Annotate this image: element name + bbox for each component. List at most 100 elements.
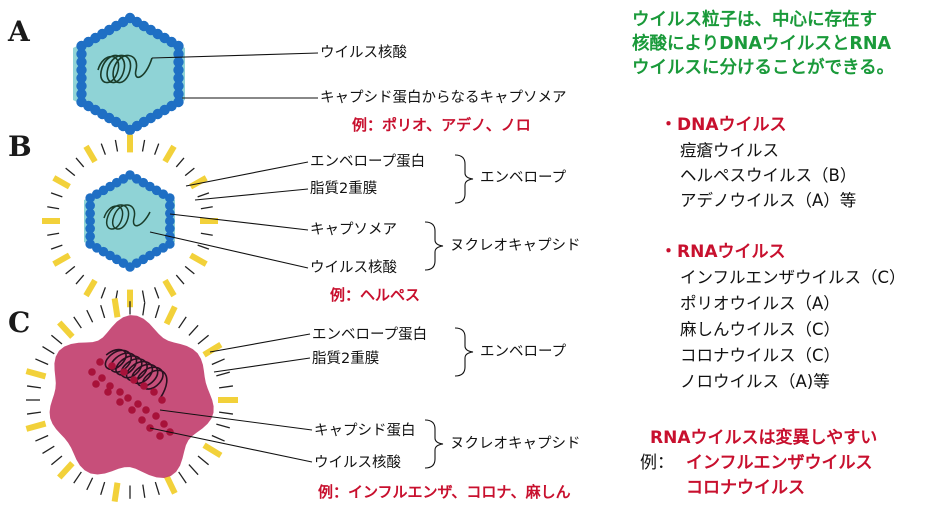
- capsomere-bead: [173, 88, 184, 100]
- capsomere-beads-b: [85, 170, 175, 272]
- envelope-protein-spike: [162, 278, 177, 298]
- lipid-tick: [218, 385, 234, 389]
- lipid-tick: [26, 385, 42, 389]
- label-c-envelope-protein: エンベロープ蛋白: [312, 327, 428, 343]
- rna-item-2: ポリオウイルス（A）: [680, 294, 840, 313]
- lipid-tick: [142, 302, 146, 316]
- lipid-tick: [154, 305, 160, 319]
- label-b-nucleic-acid: ウイルス核酸: [310, 260, 397, 276]
- lipid-tick: [47, 232, 60, 236]
- capsid-protein-bead: [116, 398, 124, 406]
- leader-lines-c: [149, 327, 474, 469]
- capsomere-bead: [85, 231, 95, 242]
- label-b-envelope: エンベロープ: [480, 170, 567, 186]
- capsid-protein-beads-c: [88, 358, 174, 440]
- capsid-protein-bead: [106, 382, 114, 390]
- lipid-tick: [50, 334, 63, 345]
- virus-b-capsid: [84, 170, 175, 272]
- envelope-spikes-c: [25, 297, 238, 503]
- capsomere-bead: [76, 64, 87, 76]
- lipid-tick: [73, 316, 82, 329]
- label-c-lipid-bilayer: 脂質2重膜: [312, 351, 380, 367]
- capsid-protein-bead: [138, 416, 146, 424]
- rna-item-4: コロナウイルス（C）: [680, 346, 841, 365]
- mutation-example-2: コロナウイルス: [686, 478, 805, 498]
- capsomere-bead: [76, 48, 87, 60]
- lipid-tick: [35, 358, 49, 366]
- nucleic-acid-coil-b: [103, 204, 151, 230]
- lipid-tick: [216, 423, 230, 429]
- capsomere-bead: [165, 208, 175, 219]
- lipid-tick: [184, 265, 195, 275]
- capsomere-bead: [173, 64, 184, 76]
- lipid-tick: [26, 411, 42, 415]
- envelope-protein-spike: [111, 482, 121, 503]
- capsid-protein-bead: [150, 388, 158, 396]
- envelope-protein-spike: [25, 420, 47, 432]
- lipid-tick: [75, 157, 85, 168]
- lipid-tick: [154, 143, 160, 155]
- panel-label-b: B: [8, 130, 32, 163]
- lipid-tick: [188, 464, 199, 476]
- rna-heading: ・RNAウイルス: [660, 242, 786, 262]
- example-b: 例：ヘルペス: [330, 286, 421, 304]
- dna-item-1: 痘瘡ウイルス: [680, 141, 779, 160]
- envelope-protein-spike: [57, 320, 75, 339]
- label-a-capsomere: キャプシド蛋白からなるキャプソメア: [320, 90, 567, 106]
- capsid-protein-bead: [92, 380, 100, 388]
- lipid-tick: [42, 346, 55, 355]
- intro-text: ウイルス粒子は、中心に存在す 核酸によりDNAウイルスとRNA ウイルスに分ける…: [632, 8, 894, 80]
- lipid-tick: [197, 455, 210, 466]
- label-b-capsomere: キャプソメア: [310, 222, 397, 238]
- capsid-protein-bead: [142, 406, 150, 414]
- lipid-tick: [100, 481, 106, 495]
- capsid-protein-bead: [104, 388, 112, 396]
- label-b-lipid-bilayer: 脂質2重膜: [310, 181, 378, 197]
- rna-item-5: ノロウイルス（A)等: [680, 372, 830, 391]
- label-a-nucleic-acid: ウイルス核酸: [320, 45, 407, 61]
- capsomere-bead: [165, 200, 175, 211]
- envelope-protein-spike: [189, 175, 208, 190]
- envelope-protein-spike: [189, 252, 208, 267]
- capsomere-bead: [165, 216, 175, 226]
- virus-a-capsid: [73, 12, 185, 136]
- envelope-protein-spike: [83, 144, 98, 164]
- intro-line-1: ウイルス粒子は、中心に存在す: [632, 10, 877, 30]
- intro-line-2: 核酸によりDNAウイルスとRNA: [632, 34, 892, 54]
- lipid-tick: [73, 471, 82, 484]
- rna-item-3: 麻しんウイルス（C）: [680, 320, 841, 339]
- dna-heading: ・DNAウイルス: [660, 115, 787, 135]
- envelope-spikes-b: [42, 134, 218, 308]
- lipid-tick: [211, 358, 225, 366]
- envelope-protein-spike: [57, 461, 75, 480]
- lipid-tick: [154, 481, 160, 495]
- capsomere-bead: [165, 223, 175, 234]
- example-a: 例：ポリオ、アデノ、ノロ: [352, 116, 531, 134]
- rna-item-1: インフルエンザウイルス（C）: [680, 268, 906, 287]
- lipid-tick: [175, 274, 185, 285]
- envelope-protein-spike: [163, 305, 178, 326]
- capsid-protein-bead: [160, 420, 168, 428]
- capsomere-bead: [118, 174, 129, 184]
- lipid-tick: [197, 334, 210, 345]
- dna-item-3: アデノウイルス（A）等: [680, 191, 857, 210]
- lipid-tick: [50, 455, 63, 466]
- capsomere-bead: [76, 96, 87, 108]
- envelope-protein-spike: [52, 252, 71, 267]
- capsomere-bead: [117, 16, 129, 28]
- lipid-tick: [50, 192, 63, 198]
- lipid-tick: [216, 371, 230, 377]
- envelope-protein-spike: [52, 175, 71, 190]
- capsomere-bead: [76, 56, 87, 68]
- lipid-tick: [142, 484, 146, 498]
- lipid-tick: [184, 167, 195, 177]
- envelope-protein-spike: [83, 278, 98, 298]
- label-c-capsid-protein: キャプシド蛋白: [314, 423, 416, 439]
- envelope-protein-spike: [202, 341, 223, 358]
- capsomere-bead: [173, 72, 184, 84]
- envelope-protein-spike: [25, 368, 47, 380]
- capsomere-bead: [85, 200, 95, 211]
- panel-label-c: C: [8, 306, 31, 339]
- lipid-tick: [65, 265, 76, 275]
